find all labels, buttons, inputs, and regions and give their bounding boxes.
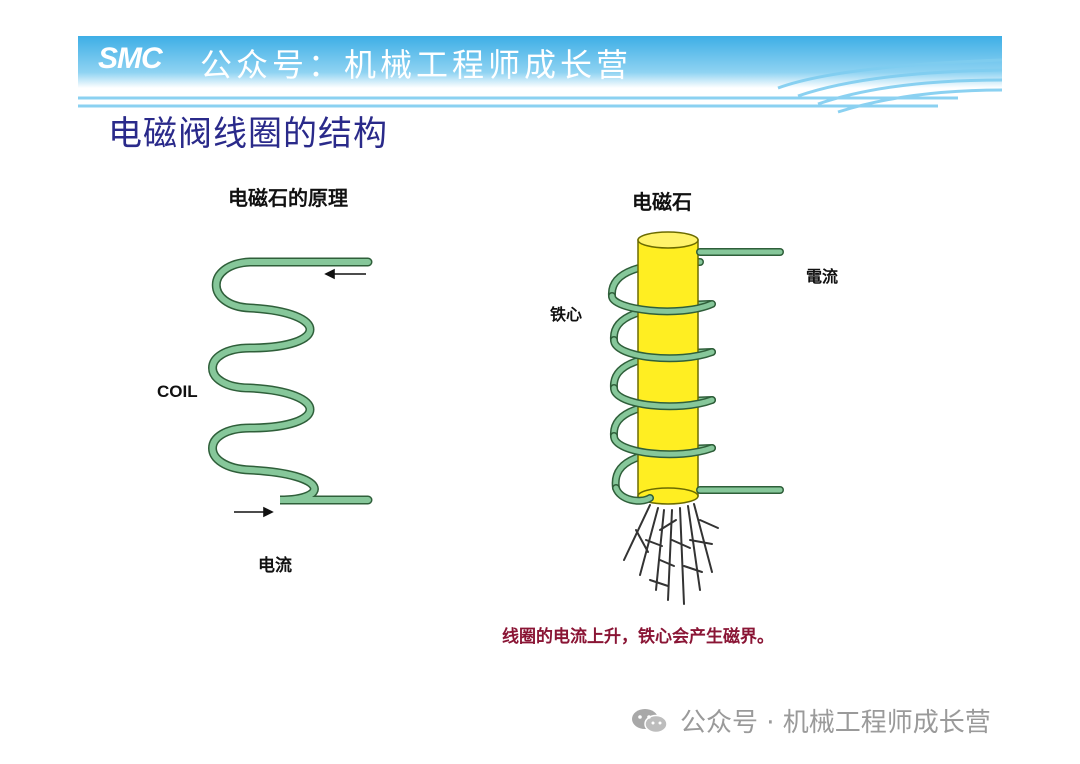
header-band: [78, 36, 1002, 124]
left-heading: 电磁石的原理: [228, 186, 348, 210]
left-arrow-top: [324, 268, 366, 280]
wechat-icon: [632, 708, 668, 733]
left-coil: [208, 257, 373, 505]
right-heading: 电磁石: [632, 190, 692, 214]
slide-title: 电磁阀线圈的结构: [108, 114, 388, 154]
watermark: 公众号 · 机械工程师成长营: [630, 702, 991, 739]
coil-label: COIL: [157, 382, 198, 401]
smc-logo: SMC: [98, 42, 163, 75]
right-coil-front: [608, 248, 784, 505]
iron-core: [637, 231, 699, 505]
left-current-label: 电流: [258, 556, 292, 576]
right-current-label: 電流: [806, 267, 839, 286]
header-text: 公众号：机械工程师成长营: [200, 46, 633, 84]
iron-filings: [623, 503, 719, 605]
left-arrow-bottom: [234, 506, 274, 518]
watermark-text: 公众号 · 机械工程师成长营: [680, 708, 991, 738]
caption: 线圈的电流上升，铁心会产生磁界。: [502, 627, 774, 647]
core-label: 铁心: [550, 305, 583, 324]
